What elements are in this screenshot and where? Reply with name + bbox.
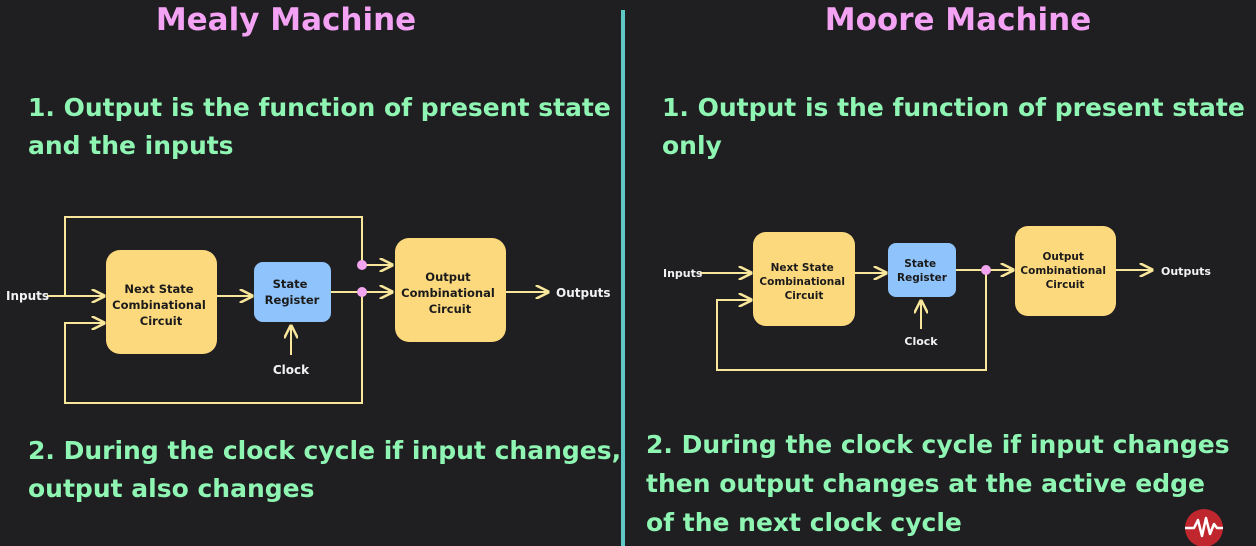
moore-wire-feedback <box>716 270 987 371</box>
moore-point2-line2: then output changes at the active edge <box>646 469 1205 498</box>
mealy-output-circuit-box <box>395 238 506 342</box>
mealy-title: Mealy Machine <box>155 2 417 38</box>
mealy-state-register-label: State Register <box>265 277 320 307</box>
mealy-point2-line1: 2. During the clock cycle if input chang… <box>28 436 622 465</box>
moore-clock-label: Clock <box>904 335 938 348</box>
moore-junction-state <box>981 265 991 275</box>
moore-next-state-label: Next State Combinational Circuit <box>759 262 848 302</box>
mealy-point1-line2: and the inputs <box>28 131 234 160</box>
moore-state-register-box <box>888 243 956 297</box>
mealy-junction-state <box>357 287 367 297</box>
pulse-wave-icon <box>1185 509 1223 546</box>
mealy-clock-label: Clock <box>273 363 310 377</box>
mealy-next-state-label: Next State Combinational Circuit <box>112 282 210 328</box>
mealy-inputs-label: Inputs <box>6 289 49 303</box>
mealy-wire-input-bypass <box>64 216 392 296</box>
panel-divider <box>621 10 625 546</box>
mealy-outputs-label: Outputs <box>556 286 611 300</box>
moore-point1-line1: 1. Output is the function of present sta… <box>662 93 1245 122</box>
mealy-junction-input <box>357 260 367 270</box>
moore-point2-line1: 2. During the clock cycle if input chang… <box>646 430 1230 459</box>
mealy-point1-line1: 1. Output is the function of present sta… <box>28 93 611 122</box>
mealy-output-circuit-label: Output Combinational Circuit <box>401 270 499 316</box>
moore-title: Moore Machine <box>824 2 1092 38</box>
mealy-wire-feedback <box>64 292 363 404</box>
moore-inputs-label: Inputs <box>663 267 703 280</box>
mealy-state-register-box <box>254 262 331 322</box>
moore-outputs-label: Outputs <box>1161 265 1211 278</box>
mealy-point2-line2: output also changes <box>28 474 315 503</box>
moore-output-circuit-label: Output Combinational Circuit <box>1020 251 1109 291</box>
moore-point2-line3: of the next clock cycle <box>646 508 962 537</box>
mealy-next-state-box <box>106 250 217 354</box>
moore-point1-line2: only <box>662 131 722 160</box>
mealy-diagram: Next State Combinational Circuit State R… <box>6 216 611 404</box>
moore-next-state-box <box>753 232 855 326</box>
moore-diagram: Next State Combinational Circuit State R… <box>663 226 1211 371</box>
moore-state-register-label: State Register <box>897 258 948 284</box>
moore-output-circuit-box <box>1015 226 1116 316</box>
